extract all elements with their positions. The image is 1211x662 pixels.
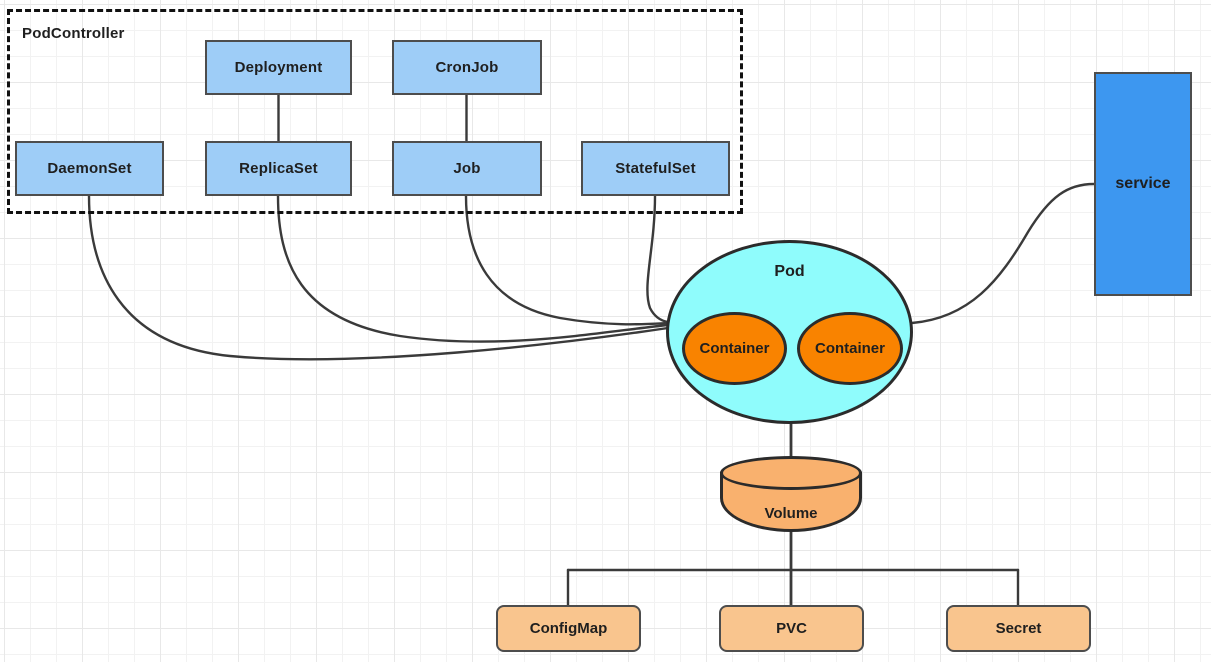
edge-statefulset-pod xyxy=(646,194,670,324)
node-job[interactable]: Job xyxy=(392,141,542,196)
node-pvc-label: PVC xyxy=(776,620,807,637)
node-pod-label: Pod xyxy=(774,263,805,280)
edge-daemonset-pod xyxy=(87,194,670,361)
pod-controller-group-label: PodController xyxy=(22,25,125,42)
node-container-1-label: Container xyxy=(699,340,770,357)
node-service[interactable]: service xyxy=(1094,72,1192,296)
node-secret-label: Secret xyxy=(995,620,1042,637)
pod-controller-group xyxy=(7,9,743,214)
volume-cylinder-top xyxy=(720,456,862,490)
node-cronjob-label: CronJob xyxy=(435,59,499,76)
node-configmap[interactable]: ConfigMap xyxy=(496,605,641,652)
node-daemonset-label: DaemonSet xyxy=(47,160,132,177)
node-volume-label: Volume xyxy=(764,505,818,522)
node-daemonset[interactable]: DaemonSet xyxy=(15,141,164,196)
node-statefulset-label: StatefulSet xyxy=(615,160,696,177)
node-volume[interactable]: Volume xyxy=(720,456,862,532)
edge-pod-service xyxy=(910,182,1096,325)
node-statefulset[interactable]: StatefulSet xyxy=(581,141,730,196)
node-configmap-label: ConfigMap xyxy=(529,620,608,637)
node-deployment-label: Deployment xyxy=(234,59,323,76)
node-service-label: service xyxy=(1115,175,1171,192)
edge-job-pod xyxy=(464,194,670,326)
node-replicaset-label: ReplicaSet xyxy=(239,160,318,177)
node-pvc[interactable]: PVC xyxy=(719,605,864,652)
node-job-label: Job xyxy=(453,160,481,177)
node-cronjob[interactable]: CronJob xyxy=(392,40,542,95)
node-container-2-label: Container xyxy=(814,340,885,357)
node-container-2[interactable]: Container xyxy=(797,312,903,385)
edge-replicaset-pod xyxy=(276,194,670,343)
node-deployment[interactable]: Deployment xyxy=(205,40,352,95)
node-container-1[interactable]: Container xyxy=(682,312,787,385)
node-secret[interactable]: Secret xyxy=(946,605,1091,652)
node-replicaset[interactable]: ReplicaSet xyxy=(205,141,352,196)
